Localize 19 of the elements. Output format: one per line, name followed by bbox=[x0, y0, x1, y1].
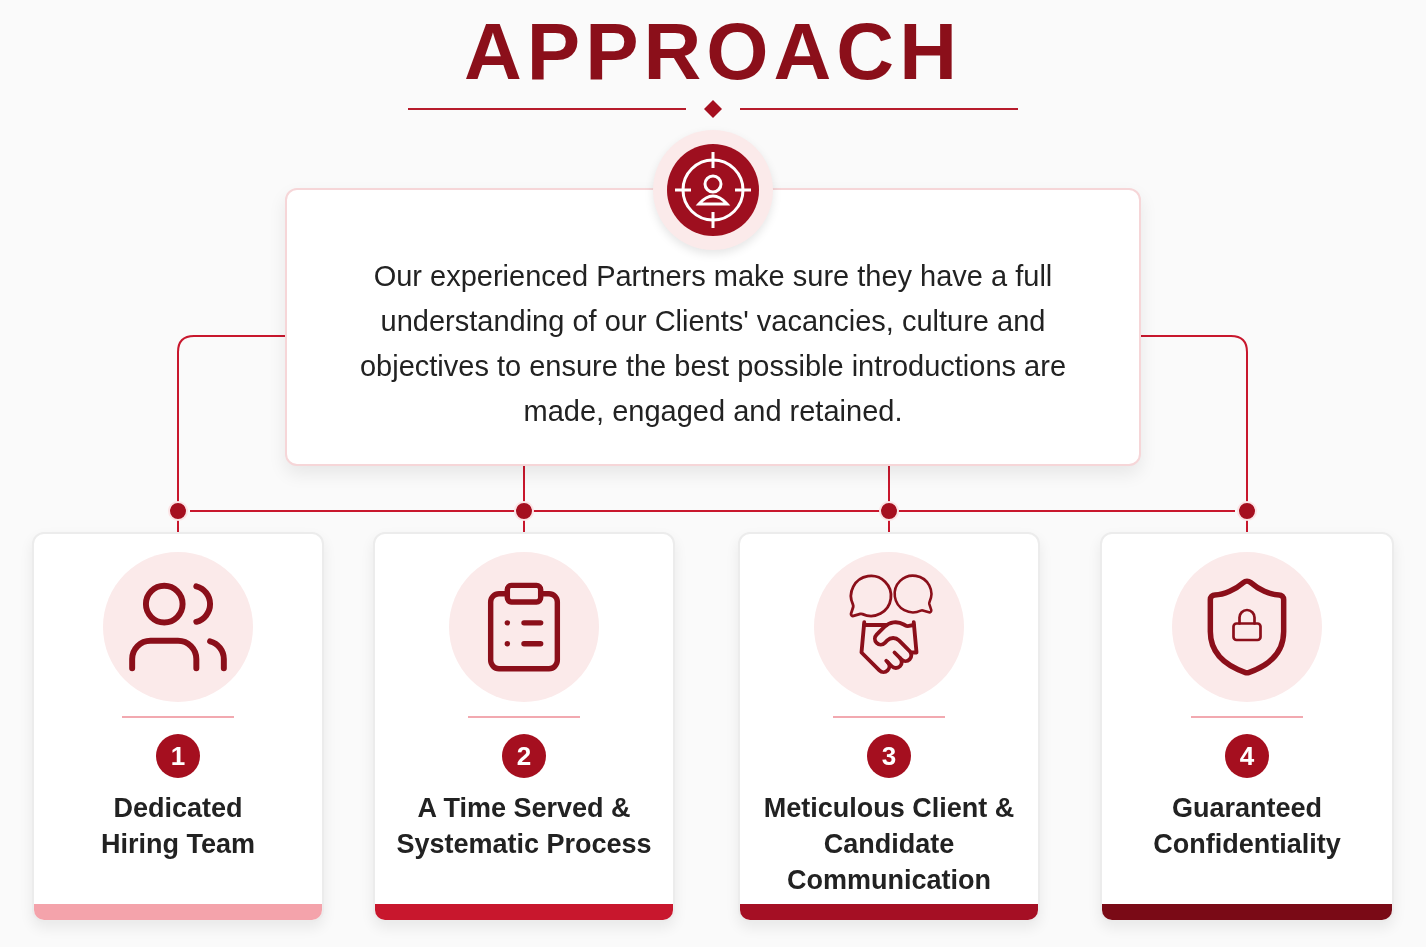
card-title: Meticulous Client & Candidate Communication bbox=[762, 792, 1016, 897]
step-number: 1 bbox=[156, 734, 200, 778]
description-box bbox=[285, 188, 1141, 466]
title: APPROACH bbox=[464, 6, 962, 98]
feature-card bbox=[1100, 532, 1394, 922]
connector-line bbox=[1140, 335, 1257, 533]
connector-line bbox=[879, 465, 899, 533]
feature-card bbox=[738, 532, 1040, 922]
connector-line bbox=[514, 465, 534, 533]
step-number: 2 bbox=[502, 734, 546, 778]
step-number: 4 bbox=[1225, 734, 1269, 778]
feature-card bbox=[373, 532, 675, 922]
step-number: 3 bbox=[867, 734, 911, 778]
card-title: Dedicated Hiring Team bbox=[100, 792, 256, 861]
feature-card bbox=[32, 532, 324, 922]
description-text: Our experienced Partners make sure they have a full understanding of our Clients' vacancies, culture and objectives to ensure the best possible introductions are made, engaged and retained. bbox=[358, 259, 1068, 429]
card-title: A Time Served & Systematic Process bbox=[395, 792, 653, 861]
connector-line bbox=[168, 335, 286, 533]
card-title: Guaranteed Confidentiality bbox=[1152, 792, 1342, 861]
